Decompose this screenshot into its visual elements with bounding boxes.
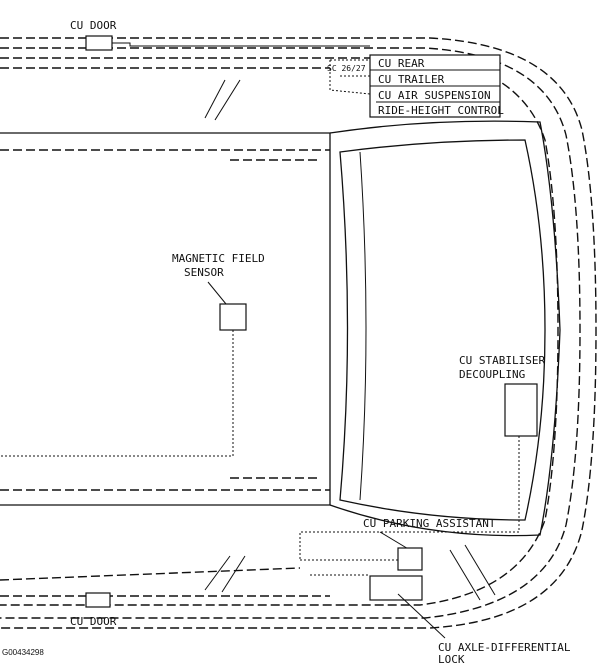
cu-module-stack: CU REAR CU TRAILER CU AIR SUSPENSION RID… xyxy=(327,54,504,118)
cu-parking-assistant: CU PARKING ASSISTANT xyxy=(300,517,496,576)
magnetic-field-sensor: MAGNETIC FIELD SENSOR xyxy=(0,252,265,457)
parking-assistant-label: CU PARKING ASSISTANT xyxy=(363,517,496,530)
cu-door-top-box xyxy=(85,35,113,51)
cu-door-bottom: CU DOOR xyxy=(70,592,117,628)
cu-rear-label: CU REAR xyxy=(378,57,425,70)
vehicle-body-outline xyxy=(0,37,597,629)
axle-diff-label-1: CU AXLE-DIFFERENTIAL xyxy=(438,641,571,654)
cu-air-suspension-label: CU AIR SUSPENSION xyxy=(378,89,491,102)
magnetic-field-label-1: MAGNETIC FIELD xyxy=(172,252,265,265)
magnetic-field-label-2: SENSOR xyxy=(184,266,224,279)
connector-label: SC 26/27 xyxy=(327,64,366,73)
figure-id: G00434298 xyxy=(2,648,44,657)
axle-diff-label-2: LOCK xyxy=(438,653,465,666)
parking-assistant-box xyxy=(397,547,423,571)
cu-door-top-label: CU DOOR xyxy=(70,19,117,32)
stabiliser-label-1: CU STABILISER xyxy=(459,354,545,367)
cu-door-bottom-label: CU DOOR xyxy=(70,615,117,628)
stabiliser-box xyxy=(504,383,538,437)
cu-trailer-label: CU TRAILER xyxy=(378,73,445,86)
rear-panel-lines xyxy=(204,79,496,601)
magnetic-field-sensor-box xyxy=(219,303,247,331)
cu-stabiliser-decoupling: CU STABILISER DECOUPLING xyxy=(299,354,545,560)
cu-door-top: CU DOOR xyxy=(70,19,370,51)
cu-axle-differential-lock: CU AXLE-DIFFERENTIAL LOCK xyxy=(369,575,571,666)
roof-outline xyxy=(0,120,561,537)
stabiliser-label-2: DECOUPLING xyxy=(459,368,525,381)
cu-door-bottom-box xyxy=(85,592,111,608)
ride-height-control-label: RIDE-HEIGHT CONTROL xyxy=(378,104,504,117)
axle-diff-box xyxy=(369,575,423,601)
